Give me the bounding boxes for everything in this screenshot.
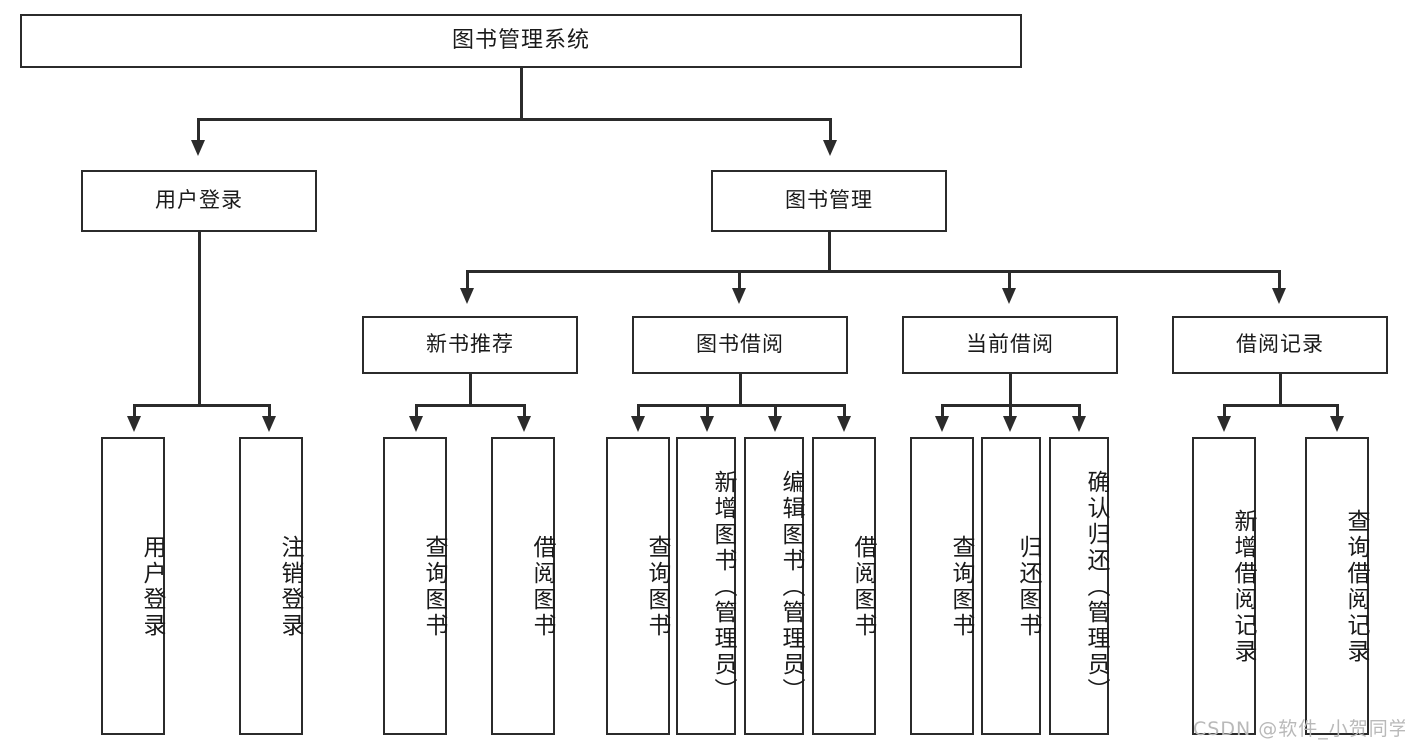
edge-root-to-book-manage [829, 118, 832, 146]
arrow-book-manage-to-current-borrow [1002, 288, 1016, 304]
arrow-current-borrow-to-leaf-1 [935, 416, 949, 432]
edge-borrow-record-to-leaf-1 [1223, 404, 1226, 422]
leaf-label: 查询图书 [421, 535, 447, 639]
node-root-label: 图书管理系统 [451, 27, 590, 53]
arrow-current-borrow-to-leaf-2 [1003, 416, 1017, 432]
edge-book-borrow-to-leaf-4 [843, 404, 846, 422]
node-new-book-recommend-label: 新书推荐 [426, 332, 514, 357]
edge-book-manage-to-new-book [466, 270, 469, 292]
csdn-watermark: CSDN @软件_小贺同学 [1193, 714, 1405, 741]
edge-user-login-down [198, 232, 201, 406]
edge-borrow-record-down [1279, 374, 1282, 406]
arrow-book-manage-to-book-borrow [732, 288, 746, 304]
edge-new-book-bus [415, 404, 525, 407]
leaf-label: 借阅图书 [850, 535, 876, 639]
edge-book-borrow-to-leaf-1 [637, 404, 640, 422]
arrow-book-borrow-to-leaf-4 [837, 416, 851, 432]
node-book-borrow[interactable]: 图书借阅 [632, 316, 848, 374]
edge-book-manage-to-book-borrow [738, 270, 741, 292]
leaf-user-login-logout[interactable]: 注销登录 [239, 437, 303, 735]
leaf-book-borrow-borrow-book[interactable]: 借阅图书 [812, 437, 876, 735]
leaf-borrow-record-add-record[interactable]: 新增借阅记录 [1192, 437, 1256, 735]
edge-borrow-record-to-leaf-2 [1336, 404, 1339, 422]
edge-current-borrow-to-leaf-2 [1009, 404, 1012, 422]
leaf-label: 注销登录 [277, 535, 303, 639]
node-user-login[interactable]: 用户登录 [81, 170, 317, 232]
arrow-user-login-to-leaf-1 [127, 416, 141, 432]
arrow-borrow-record-to-leaf-2 [1330, 416, 1344, 432]
edge-current-borrow-to-leaf-1 [941, 404, 944, 422]
leaf-label: 编辑图书（管理员） [778, 470, 804, 704]
leaf-new-book-query-book[interactable]: 查询图书 [383, 437, 447, 735]
leaf-label: 新增借阅记录 [1230, 509, 1256, 665]
arrow-user-login-to-leaf-2 [262, 416, 276, 432]
arrow-current-borrow-to-leaf-3 [1072, 416, 1086, 432]
edge-current-borrow-to-leaf-3 [1078, 404, 1081, 422]
edge-user-login-to-leaf-2 [268, 404, 271, 422]
node-book-manage[interactable]: 图书管理 [711, 170, 947, 232]
arrow-root-to-user-login [191, 140, 205, 156]
arrow-book-borrow-to-leaf-3 [768, 416, 782, 432]
arrow-borrow-record-to-leaf-1 [1217, 416, 1231, 432]
arrow-book-manage-to-new-book [460, 288, 474, 304]
node-book-manage-label: 图书管理 [785, 188, 873, 213]
arrow-new-book-to-leaf-1 [409, 416, 423, 432]
arrow-new-book-to-leaf-2 [517, 416, 531, 432]
edge-new-book-down [469, 374, 472, 406]
node-new-book-recommend[interactable]: 新书推荐 [362, 316, 578, 374]
node-book-borrow-label: 图书借阅 [696, 332, 784, 357]
leaf-book-borrow-query-book[interactable]: 查询图书 [606, 437, 670, 735]
leaf-label: 归还图书 [1015, 535, 1041, 639]
leaf-book-borrow-edit-book[interactable]: 编辑图书（管理员） [744, 437, 804, 735]
leaf-new-book-borrow-book[interactable]: 借阅图书 [491, 437, 555, 735]
edge-user-login-bus [133, 404, 270, 407]
edge-book-borrow-bus [637, 404, 845, 407]
edge-root-to-user-login [197, 118, 200, 146]
leaf-label: 借阅图书 [529, 535, 555, 639]
edge-user-login-to-leaf-1 [133, 404, 136, 422]
leaf-book-borrow-add-book[interactable]: 新增图书（管理员） [676, 437, 736, 735]
leaf-current-borrow-return-book[interactable]: 归还图书 [981, 437, 1041, 735]
leaf-label: 查询图书 [644, 535, 670, 639]
edge-new-book-to-leaf-2 [523, 404, 526, 422]
arrow-book-borrow-to-leaf-2 [700, 416, 714, 432]
leaf-label: 确认归还（管理员） [1083, 470, 1109, 704]
edge-root-bus [197, 118, 831, 121]
node-root-system[interactable]: 图书管理系统 [20, 14, 1022, 68]
csdn-watermark-text: CSDN @软件_小贺同学 [1193, 718, 1405, 740]
node-borrow-record-label: 借阅记录 [1236, 332, 1324, 357]
arrow-book-manage-to-borrow-record [1272, 288, 1286, 304]
edge-root-down [520, 68, 523, 119]
edge-book-manage-to-borrow-record [1278, 270, 1281, 292]
leaf-label: 用户登录 [139, 535, 165, 639]
edge-book-manage-to-current-borrow [1008, 270, 1011, 292]
leaf-current-borrow-confirm-return[interactable]: 确认归还（管理员） [1049, 437, 1109, 735]
node-user-login-label: 用户登录 [155, 188, 243, 213]
edge-borrow-record-bus [1223, 404, 1338, 407]
edge-book-borrow-down [739, 374, 742, 406]
edge-new-book-to-leaf-1 [415, 404, 418, 422]
leaf-borrow-record-query-record[interactable]: 查询借阅记录 [1305, 437, 1369, 735]
leaf-user-login-login[interactable]: 用户登录 [101, 437, 165, 735]
leaf-label: 查询借阅记录 [1343, 509, 1369, 665]
edge-book-manage-down [828, 232, 831, 272]
edge-current-borrow-down [1009, 374, 1012, 406]
arrow-book-borrow-to-leaf-1 [631, 416, 645, 432]
edge-book-borrow-to-leaf-2 [706, 404, 709, 422]
edge-book-borrow-to-leaf-3 [774, 404, 777, 422]
leaf-current-borrow-query-book[interactable]: 查询图书 [910, 437, 974, 735]
leaf-label: 新增图书（管理员） [710, 470, 736, 704]
node-current-borrow-label: 当前借阅 [966, 332, 1054, 357]
leaf-label: 查询图书 [948, 535, 974, 639]
node-borrow-record[interactable]: 借阅记录 [1172, 316, 1388, 374]
arrow-root-to-book-manage [823, 140, 837, 156]
node-current-borrow[interactable]: 当前借阅 [902, 316, 1118, 374]
edge-book-manage-bus [466, 270, 1280, 273]
